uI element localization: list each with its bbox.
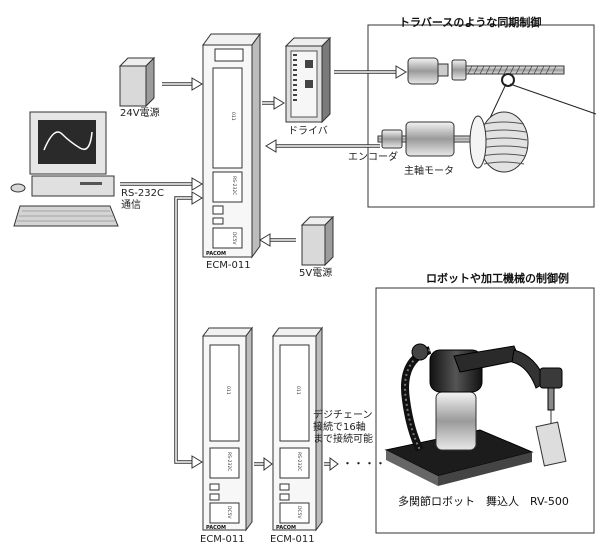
right-slot-a-text: 011 bbox=[295, 386, 301, 395]
computer bbox=[10, 111, 119, 227]
spindle-motor-label: 主軸モータ bbox=[404, 166, 454, 177]
arrow-5v-to-ecm bbox=[259, 233, 296, 247]
spindle-motor-body bbox=[405, 121, 455, 157]
power-supply-24v bbox=[118, 56, 156, 108]
left-slot-c-text: DC5V bbox=[226, 506, 232, 519]
robot-caption: 多関節ロボット 舞込人 RV-500 bbox=[398, 495, 569, 508]
arrow-ecm-to-driver bbox=[262, 96, 285, 110]
bobbin-end bbox=[469, 115, 487, 169]
ecm-module-left bbox=[202, 326, 253, 532]
traverse-motor-body bbox=[407, 57, 439, 85]
traverse-section-title: トラバースのような同期制御 bbox=[399, 16, 542, 29]
encoder-label: エンコーダ bbox=[348, 152, 398, 163]
mouse bbox=[10, 183, 26, 193]
left-slot-b-text: RS-232C bbox=[226, 452, 232, 471]
robot-section-frame bbox=[375, 287, 595, 534]
power-24v-label: 24V電源 bbox=[120, 108, 160, 119]
communication-label: 通信 bbox=[121, 200, 141, 211]
traverse-thread-1 bbox=[489, 83, 507, 119]
system-unit bbox=[31, 175, 115, 197]
right-brand-text: PACOM bbox=[276, 525, 296, 531]
daisy-chain-bus bbox=[174, 191, 203, 469]
main-slot-b-text: RS-232C bbox=[231, 176, 237, 195]
robot-wrist bbox=[539, 367, 563, 389]
traverse-thread-2 bbox=[509, 83, 597, 115]
robot-section-title: ロボットや加工機械の制御例 bbox=[426, 272, 569, 285]
guide-ring bbox=[501, 73, 515, 87]
coupling-2 bbox=[451, 59, 467, 81]
ecm-module-main bbox=[202, 32, 261, 259]
ellipsis: ・・・・ bbox=[342, 457, 386, 470]
robot-rv500 bbox=[384, 343, 567, 486]
driver-unit bbox=[284, 36, 332, 124]
daisy-chain-line-3: まで接続可能 bbox=[313, 434, 373, 445]
robot-tag bbox=[535, 421, 567, 467]
daisy-chain-line-2: 接続で16軸 bbox=[313, 422, 366, 433]
ecm-left-label: ECM-011 bbox=[200, 534, 245, 545]
rs232c-label: RS-232C bbox=[121, 188, 164, 199]
robot-shoulder-joint bbox=[411, 343, 429, 361]
left-slot-a-text: 011 bbox=[225, 386, 231, 395]
ecm-module-right bbox=[272, 326, 323, 532]
robot-cable-left bbox=[401, 346, 432, 452]
left-brand-text: PACOM bbox=[206, 525, 226, 531]
main-brand-text: PACOM bbox=[206, 251, 226, 257]
ecm-right-label: ECM-011 bbox=[270, 534, 315, 545]
right-slot-b-text: RS-232C bbox=[296, 452, 302, 471]
power-supply-5v bbox=[300, 215, 335, 267]
floppy-slot bbox=[80, 182, 102, 185]
screen-waveform bbox=[43, 131, 93, 151]
driver-label: ドライバ bbox=[288, 126, 328, 137]
arrow-driver-to-motor bbox=[334, 65, 407, 79]
arrow-encoder-to-ecm bbox=[265, 139, 380, 153]
arrow-pc-to-ecm bbox=[120, 177, 203, 191]
main-slot-a-text: 011 bbox=[230, 112, 236, 121]
daisy-chain-line-1: デジチェーン bbox=[313, 410, 373, 421]
coupling bbox=[437, 63, 449, 77]
robot-pedestal bbox=[435, 391, 477, 451]
traverse-section-frame bbox=[367, 24, 595, 208]
power-5v-label: 5V電源 bbox=[299, 268, 333, 279]
daisy-chain-note: デジチェーン 接続で16軸 まで接続可能 bbox=[313, 410, 373, 446]
arrow-24v-to-ecm bbox=[162, 77, 203, 91]
traverse-mechanism bbox=[377, 57, 597, 173]
arrow-ecm-to-ecm bbox=[254, 457, 273, 471]
robot-tool bbox=[547, 387, 555, 411]
robot-forearm bbox=[511, 349, 547, 389]
keyboard-keys bbox=[17, 210, 115, 222]
arrow-ecm-to-more bbox=[324, 457, 339, 471]
right-slot-c-text: DC5V bbox=[296, 506, 302, 519]
spindle-encoder bbox=[381, 129, 403, 149]
ecm-main-label: ECM-011 bbox=[206, 260, 251, 271]
monitor-screen bbox=[38, 120, 96, 164]
main-slot-c-text: DC5V bbox=[231, 232, 237, 245]
